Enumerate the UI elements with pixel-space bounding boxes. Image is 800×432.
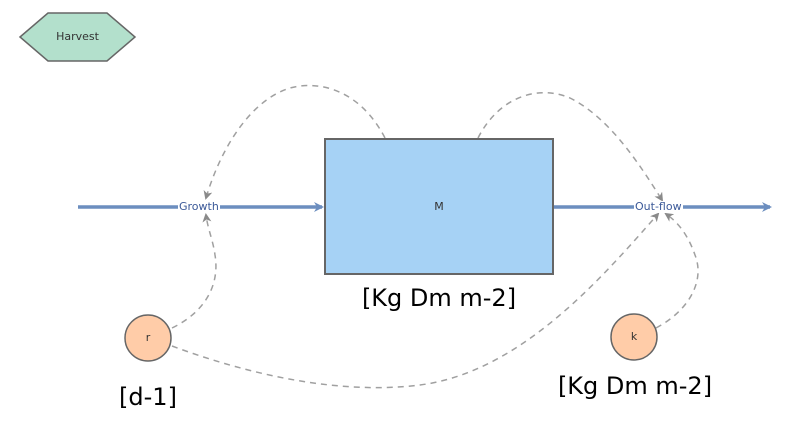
link-m-to-outflow [477,91,664,202]
growth-flow-label: Growth [178,200,220,213]
stock-m-box[interactable] [324,138,554,275]
parameter-r-node[interactable] [124,314,172,362]
parameter-r-label: r [145,331,151,344]
parameter-k-node[interactable] [610,313,658,361]
harvest-label: Harvest [56,30,99,43]
link-m-to-growth [203,84,386,200]
parameter-k-unit: [Kg Dm m-2] [557,372,713,400]
stock-m-label: M [434,200,444,213]
parameter-r-unit: [d-1] [119,383,177,411]
link-r-to-outflow [171,212,660,389]
link-r-to-growth [171,213,217,329]
outflow-flow-label: Out-flow [634,200,683,213]
link-k-to-outflow [655,212,699,329]
harvest-node[interactable] [18,12,137,62]
stock-m-unit: [Kg Dm m-2] [361,284,517,312]
parameter-k-label: k [630,330,638,343]
